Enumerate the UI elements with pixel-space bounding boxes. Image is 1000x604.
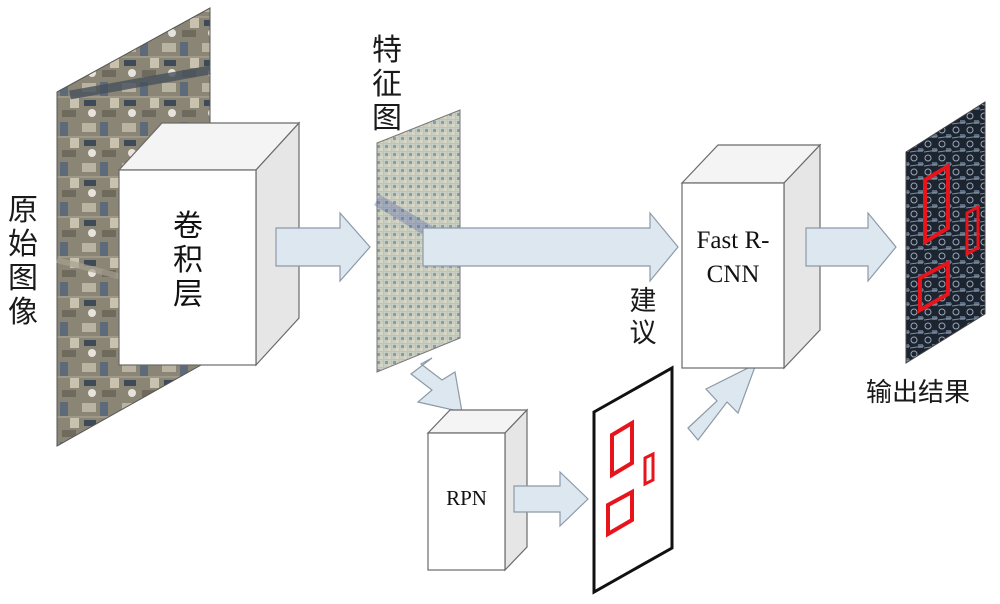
rpn-label: RPN (446, 486, 487, 510)
detection-box-3 (918, 259, 950, 314)
arrow-proposals-to-fastrcnn (687, 362, 758, 441)
arrow-feature-to-rpn (410, 357, 463, 413)
feature-map-panel (376, 109, 461, 373)
conv-box-front (118, 169, 257, 366)
proposals-panel (592, 365, 674, 595)
fastrcnn-box-front (681, 182, 785, 369)
proposals-label: 建议 (629, 286, 657, 349)
arrow-rpn-to-proposals (513, 470, 589, 528)
original-image-road (69, 65, 211, 100)
arrow-fastrcnn-to-output (805, 211, 897, 283)
feature-map-label: 特征图 (372, 33, 402, 136)
output-image-panel (905, 101, 986, 364)
output-label: 输出结果 (866, 378, 971, 408)
fast-rcnn-label: Fast R-CNN (696, 227, 770, 288)
detection-box-1 (923, 162, 950, 246)
rpn-box-front (427, 432, 506, 571)
arrow-conv-to-feature (275, 211, 371, 283)
proposal-box-1 (610, 419, 634, 479)
conv-layer-label: 卷积层 (173, 209, 203, 312)
proposal-box-3 (606, 488, 634, 538)
detection-box-2 (965, 204, 980, 257)
proposal-box-2 (643, 451, 655, 487)
arrow-feature-to-fastrcnn (422, 211, 679, 283)
original-image-label: 原始图像 (8, 193, 38, 330)
